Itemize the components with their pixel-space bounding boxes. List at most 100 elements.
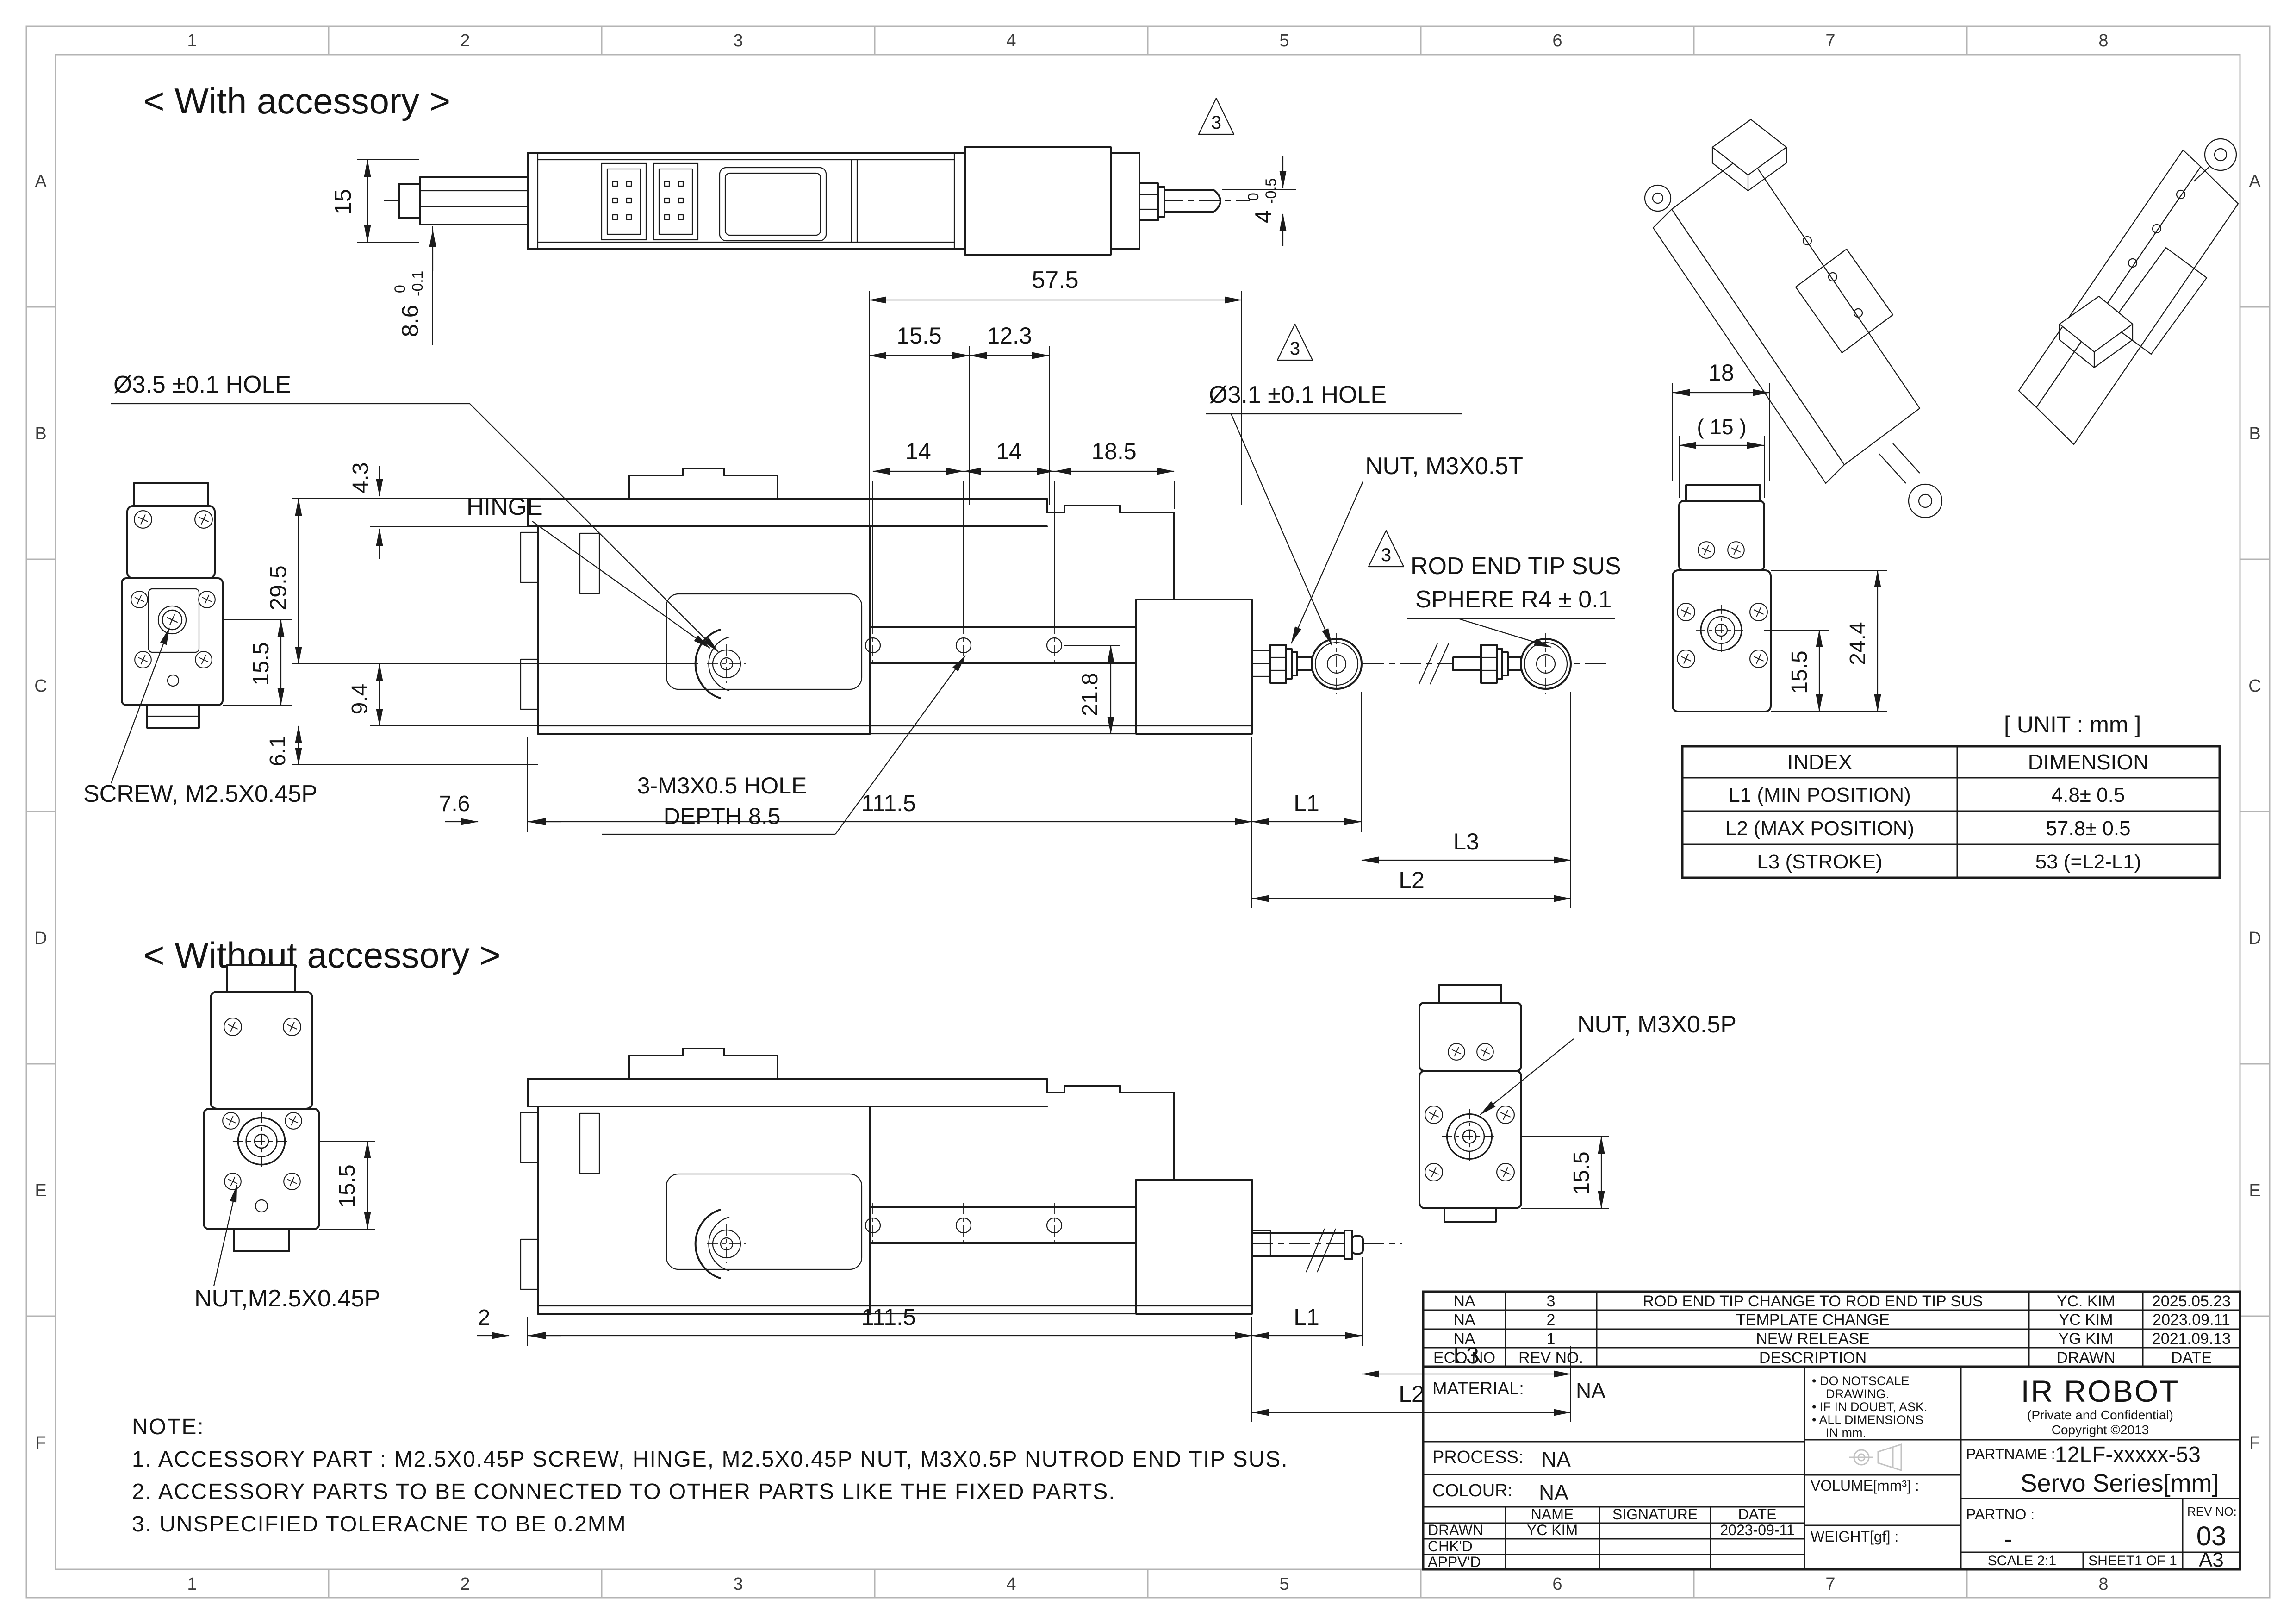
zone-label: 3: [733, 31, 743, 50]
callout-nut-m3p: NUT, M3X0.5P: [1480, 1011, 1736, 1115]
rev-cell: NA: [1453, 1311, 1475, 1329]
volume-label: VOLUME[mm³] :: [1811, 1477, 1919, 1494]
weight-label: WEIGHT[gf] :: [1811, 1528, 1898, 1545]
callout-text: Ø3.1 ±0.1 HOLE: [1209, 381, 1387, 408]
isometric-view-right: [2018, 138, 2239, 445]
top-side-view: [384, 146, 1250, 256]
title-block: MATERIAL: NA PROCESS: NA COLOUR: NA NAME…: [1422, 1365, 2241, 1571]
revno-value: 03: [2196, 1521, 2227, 1551]
unit-note: [ UNIT : mm ]: [2004, 712, 2141, 737]
dim-tol-lo: -0.1: [409, 271, 426, 296]
rev-cell: NEW RELEASE: [1756, 1330, 1870, 1348]
zone-label: 2: [460, 31, 470, 50]
dim-left-view-15-5: 15.5: [223, 619, 292, 706]
dim-text: 24.4: [1846, 622, 1870, 665]
zone-label: F: [2249, 1433, 2260, 1453]
dim-bottom-view: 2 111.5 L1 L3 L2: [477, 1257, 1571, 1422]
partno-label: PARTNO :: [1966, 1506, 2035, 1523]
notes-block: NOTE: 1. ACCESSORY PART : M2.5X0.45P SCR…: [132, 1415, 1288, 1537]
index-table-cell: L3 (STROKE): [1757, 850, 1882, 873]
partname-series: Servo Series[mm]: [2020, 1469, 2219, 1497]
dim-tol-hi: 0: [392, 285, 408, 293]
rev-cell: 2023.09.11: [2153, 1311, 2230, 1329]
colour-label: COLOUR:: [1432, 1481, 1512, 1500]
dim-top-height-15: 15: [330, 159, 419, 243]
rev-header: REV NO.: [1518, 1349, 1583, 1367]
rev-cell: 3: [1547, 1293, 1556, 1310]
zone-label: 5: [1279, 31, 1289, 50]
zone-label: E: [2249, 1181, 2260, 1200]
dim-text: L1: [1294, 1304, 1319, 1330]
rev-header: ECO NO: [1433, 1349, 1495, 1367]
dim-text: 21.8: [1078, 673, 1102, 716]
section-title-with-accessory: < With accessory >: [143, 81, 450, 121]
index-table-header: INDEX: [1787, 750, 1853, 774]
dim-front-bottom: 7.6 111.5 L1 L3 L2: [439, 692, 1571, 908]
right-end-view-with-accessory: [1672, 484, 1772, 712]
zone-label: 7: [1825, 1574, 1835, 1594]
dim-text: 18: [1708, 360, 1734, 386]
process-label: PROCESS:: [1432, 1448, 1523, 1467]
callout-text: Ø3.5 ±0.1 HOLE: [113, 371, 291, 398]
dim-text: 7.6: [439, 792, 470, 816]
rev-cell: NA: [1453, 1330, 1475, 1348]
index-table-cell: 53 (=L2-L1): [2035, 850, 2141, 873]
drawn-date: 2023-09-11: [1720, 1522, 1794, 1538]
rev-header: DESCRIPTION: [1759, 1349, 1867, 1367]
zone-label: 8: [2098, 1574, 2108, 1594]
callout-text: NUT, M3X0.5P: [1577, 1011, 1736, 1038]
dim-text: 2: [478, 1305, 491, 1330]
dim-front-vertical-chain: 4.3 29.5 9.4 6.1: [265, 462, 698, 767]
note-line: DRAWING.: [1826, 1387, 1889, 1401]
revision-table: NA 3 ROD END TIP CHANGE TO ROD END TIP S…: [1422, 1290, 2241, 1368]
rev-cell: 1: [1547, 1330, 1556, 1348]
col-date: DATE: [1738, 1506, 1777, 1523]
process-value: NA: [1541, 1447, 1571, 1471]
callout-hole-3-5: Ø3.5 ±0.1 HOLE: [111, 371, 719, 652]
rev-cell: TEMPLATE CHANGE: [1736, 1311, 1890, 1329]
rev-cell: 2: [1547, 1311, 1556, 1329]
front-view-with-accessory: [520, 468, 1606, 735]
zone-label: D: [34, 929, 47, 948]
zone-labels: 1 2 3 4 5 6 7 8 1 2 3 4 5 6 7 8 A B C D …: [34, 31, 2261, 1594]
dim-text: 15: [330, 189, 356, 215]
revision-triangle-icon: [1198, 97, 1235, 135]
dim-front-15-5-12-3: 15.5 12.3: [869, 323, 1050, 505]
dim-text: L2: [1399, 867, 1425, 893]
paper-size: A3: [2199, 1549, 2224, 1571]
dim-front-57-5: 57.5: [869, 267, 1242, 647]
note-line: • DO NOTSCALE: [1812, 1374, 1910, 1388]
callout-text: 3-M3X0.5 HOLE: [637, 773, 807, 799]
zone-label: F: [35, 1433, 46, 1453]
revision-number: 3: [1211, 112, 1221, 133]
rev-cell: NA: [1453, 1293, 1475, 1310]
index-table-cell: 57.8± 0.5: [2046, 817, 2130, 840]
dim-text: ( 15 ): [1697, 415, 1746, 439]
rev-header: DATE: [2171, 1349, 2212, 1367]
dim-text: 6.1: [266, 736, 290, 767]
index-table-header: DIMENSION: [2028, 750, 2149, 774]
notes-title: NOTE:: [132, 1415, 205, 1439]
scale-label: SCALE 2:1: [1988, 1553, 2056, 1568]
dim-tol-hi: 0: [1245, 193, 1262, 201]
note-line: IN mm.: [1826, 1426, 1866, 1440]
confidential-note: (Private and Confidential): [2027, 1408, 2173, 1422]
callout-text: SCREW, M2.5X0.45P: [83, 781, 317, 807]
col-name: NAME: [1531, 1506, 1574, 1523]
partno-value: -: [2004, 1526, 2012, 1553]
material-value: NA: [1576, 1379, 1605, 1403]
right-end-view-without-accessory: [1419, 984, 1522, 1223]
dim-text: L3: [1453, 1343, 1479, 1368]
sheet-frame: 1 2 3 4 5 6 7 8 1 2 3 4 5 6 7 8 A B C D …: [25, 25, 2271, 1599]
colour-value: NA: [1539, 1480, 1568, 1505]
callout-text: ROD END TIP SUS: [1411, 553, 1621, 580]
index-table-cell: L2 (MAX POSITION): [1725, 817, 1914, 840]
revno-label: REV NO:: [2187, 1505, 2237, 1518]
dim-text: 14: [905, 438, 931, 464]
dim-text: 14: [996, 438, 1022, 464]
dim-text: 4: [1251, 210, 1276, 223]
callout-nut-m25: NUT,M2.5X0.45P: [194, 1185, 380, 1312]
partname-value: 12LF-xxxxx-53: [2055, 1443, 2201, 1467]
callout-screw-m25: SCREW, M2.5X0.45P: [83, 627, 317, 807]
dim-front-21-8: 21.8: [1064, 645, 1120, 734]
